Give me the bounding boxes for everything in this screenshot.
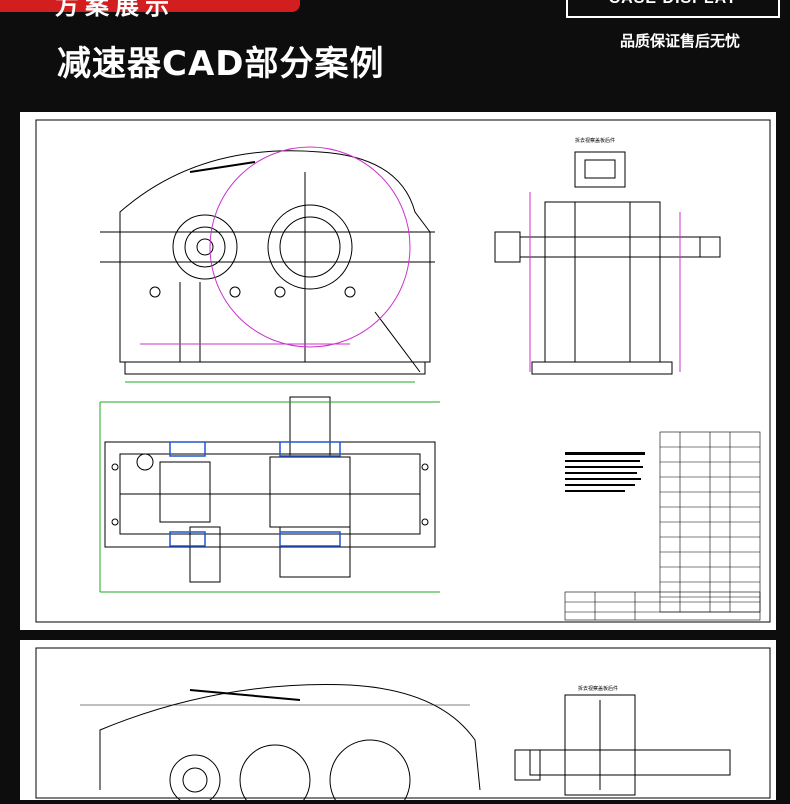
- page-title: 减速器CAD部分案例: [57, 44, 385, 84]
- red-tag-banner: 方案展示: [0, 0, 300, 20]
- top-banner: 方案展示 CASE DISPLAY 减速器CAD部分案例 品质保证售后无忧: [0, 0, 790, 110]
- side-view-caption-2: 拆去视察盖板后件: [578, 685, 618, 692]
- cad-drawing-sheet-2: 拆去视察盖板后件: [20, 640, 776, 804]
- front-view-2: [80, 684, 481, 804]
- technical-requirements-notes: [565, 452, 645, 492]
- top-view-bearings: [169, 441, 341, 547]
- front-view: [100, 150, 435, 375]
- front-view-dimensions: [140, 146, 411, 348]
- side-view-2: [514, 694, 731, 796]
- title-block: [564, 591, 761, 621]
- parts-list-table: [659, 431, 761, 613]
- tagline: 品质保证售后无忧: [619, 32, 740, 50]
- side-view: [494, 151, 721, 375]
- top-view-dimensions: [99, 401, 440, 593]
- side-view-dimensions: [529, 192, 681, 372]
- drawing-border: [35, 119, 771, 623]
- case-display-label: CASE DISPLAY: [566, 0, 780, 18]
- cad-drawing-2-svg: 拆去视察盖板后件: [35, 647, 771, 804]
- cad-drawing-1-svg: 拆去视察盖板后件: [35, 119, 771, 623]
- side-view-caption: 拆去视察盖板后件: [575, 137, 615, 144]
- cad-drawing-sheet-1: 拆去视察盖板后件: [20, 112, 776, 630]
- red-tag-text: 方案展示: [55, 0, 175, 20]
- top-view: [104, 396, 436, 583]
